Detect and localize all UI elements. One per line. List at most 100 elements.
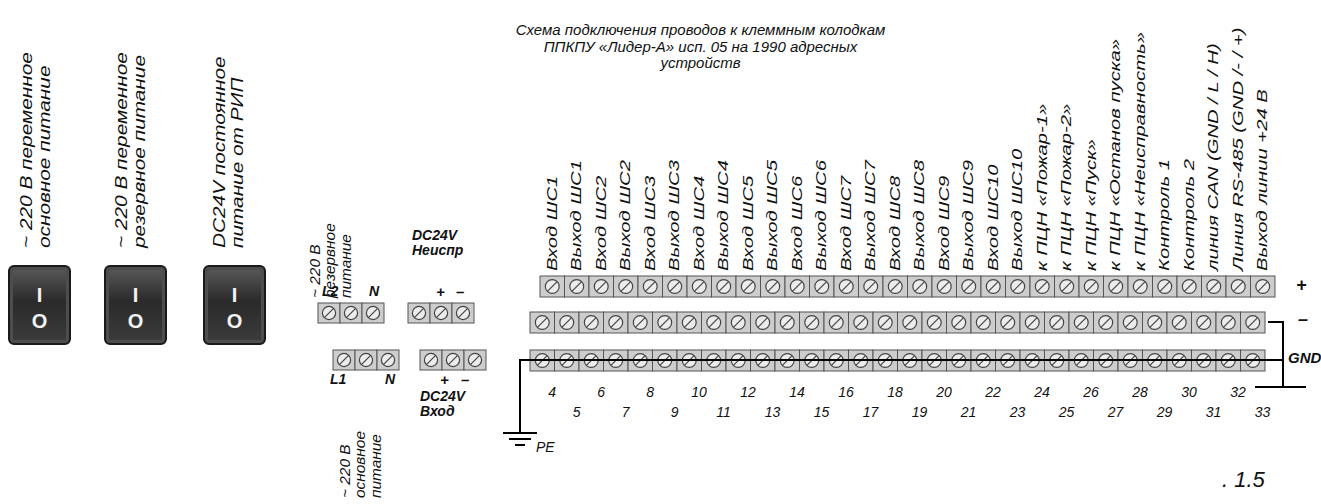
screw-slot [635, 318, 645, 328]
terminal-cell [883, 276, 908, 297]
text-label: N [369, 284, 379, 299]
screw-slot [733, 318, 743, 328]
terminal-cell [614, 276, 639, 297]
terminal-label: Выход ШС5 [764, 160, 781, 271]
screw-slot [670, 282, 680, 292]
terminal-screw [366, 306, 379, 319]
terminal-label: Выход ШС3 [666, 160, 683, 271]
ground-wiring [503, 322, 1306, 445]
terminal-screw [337, 353, 350, 366]
terminal-cell [408, 303, 430, 323]
screw-slot [964, 282, 974, 292]
text-label: + [1296, 276, 1307, 296]
screw-slot [426, 355, 435, 364]
terminal-screw [986, 280, 1000, 294]
terminal-screw [805, 316, 819, 330]
text-label: DC24V Вход [420, 389, 482, 420]
screw-slot [346, 308, 355, 317]
terminal-cell [873, 312, 898, 333]
terminal-cell [947, 312, 972, 333]
screw-slot [586, 318, 596, 328]
screw-slot [414, 308, 423, 317]
terminal-screw [790, 280, 804, 294]
terminal-cell [540, 276, 565, 297]
terminal-cell [775, 312, 800, 333]
terminal-cell [1167, 312, 1192, 333]
terminal-number: 17 [863, 405, 879, 420]
terminal-cell [1045, 312, 1070, 333]
terminal-screw [359, 353, 372, 366]
terminal-screw [707, 316, 721, 330]
text-label: ~ 220 В переменное резервное питание [113, 40, 148, 248]
screw-slot [709, 318, 719, 328]
terminal-cell [318, 303, 340, 323]
screw-slot [660, 318, 670, 328]
terminal-screw [1084, 280, 1098, 294]
terminal-screw [717, 280, 731, 294]
terminal-screw [1109, 280, 1123, 294]
terminal-number: 20 [936, 385, 952, 400]
terminal-screw [1133, 280, 1147, 294]
terminal-cell [377, 350, 399, 370]
terminal-cell [1202, 276, 1227, 297]
terminal-screw [1172, 316, 1186, 330]
terminal-screw [937, 280, 951, 294]
terminal-cell [1118, 312, 1143, 333]
text-label: ~ 220 В переменное основное питание [18, 40, 53, 248]
terminal-cell [859, 276, 884, 297]
terminal-cell [340, 303, 362, 323]
terminal-screw [903, 316, 917, 330]
screw-slot [611, 318, 621, 328]
terminal-screw [619, 280, 633, 294]
terminal-screw [535, 316, 549, 330]
terminal-cell [1226, 276, 1251, 297]
screw-slot [1258, 282, 1268, 292]
terminal-screw [1001, 316, 1015, 330]
terminal-screw [1221, 316, 1235, 330]
terminal-screw [962, 280, 976, 294]
screw-slot [1076, 318, 1086, 328]
terminal-number: 7 [622, 405, 630, 420]
terminal-number: 30 [1181, 385, 1197, 400]
screw-slot [880, 318, 890, 328]
terminal-label: Выход ШС9 [960, 160, 977, 271]
power-switch: IO [104, 265, 167, 345]
terminal-cell [971, 312, 996, 333]
terminal-number: 29 [1157, 405, 1173, 420]
terminal-cell [1241, 312, 1266, 333]
terminal-blocks [318, 276, 1275, 371]
text-label: DC24V Неиспр [412, 228, 474, 259]
terminal-screw [344, 306, 357, 319]
terminal-label: Выход ШС2 [617, 160, 634, 271]
terminal-cell [957, 276, 982, 297]
terminal-screw [1123, 316, 1137, 330]
terminal-cell [1030, 276, 1055, 297]
terminal-number: 25 [1059, 405, 1075, 420]
terminal-cell [420, 350, 442, 370]
figure-caption: . 1.5 [1222, 468, 1265, 492]
terminal-number: 12 [740, 385, 756, 400]
switch-mark: I [205, 285, 264, 305]
text-label: – [461, 372, 469, 389]
terminal-cell [785, 276, 810, 297]
terminal-cell [677, 312, 702, 333]
terminal-screw [692, 280, 706, 294]
terminal-label: к ПЦН «Останов пуска» [1107, 39, 1124, 271]
terminal-label: Вход ШС5 [740, 176, 757, 271]
terminal-cell [1143, 312, 1168, 333]
terminal-screw [1025, 316, 1039, 330]
terminal-screw [1231, 280, 1245, 294]
screw-slot [1125, 318, 1135, 328]
terminal-screw [854, 316, 868, 330]
screw-slot [458, 308, 467, 317]
text-label: PE [536, 440, 555, 455]
screw-slot [978, 318, 988, 328]
terminal-cell [1192, 312, 1217, 333]
terminal-number: 24 [1034, 385, 1050, 400]
switch-mark: I [106, 285, 165, 305]
text-label: – [456, 284, 464, 301]
screw-slot [841, 282, 851, 292]
terminal-screw [1035, 280, 1049, 294]
terminal-screw [668, 280, 682, 294]
terminal-cell [565, 276, 590, 297]
